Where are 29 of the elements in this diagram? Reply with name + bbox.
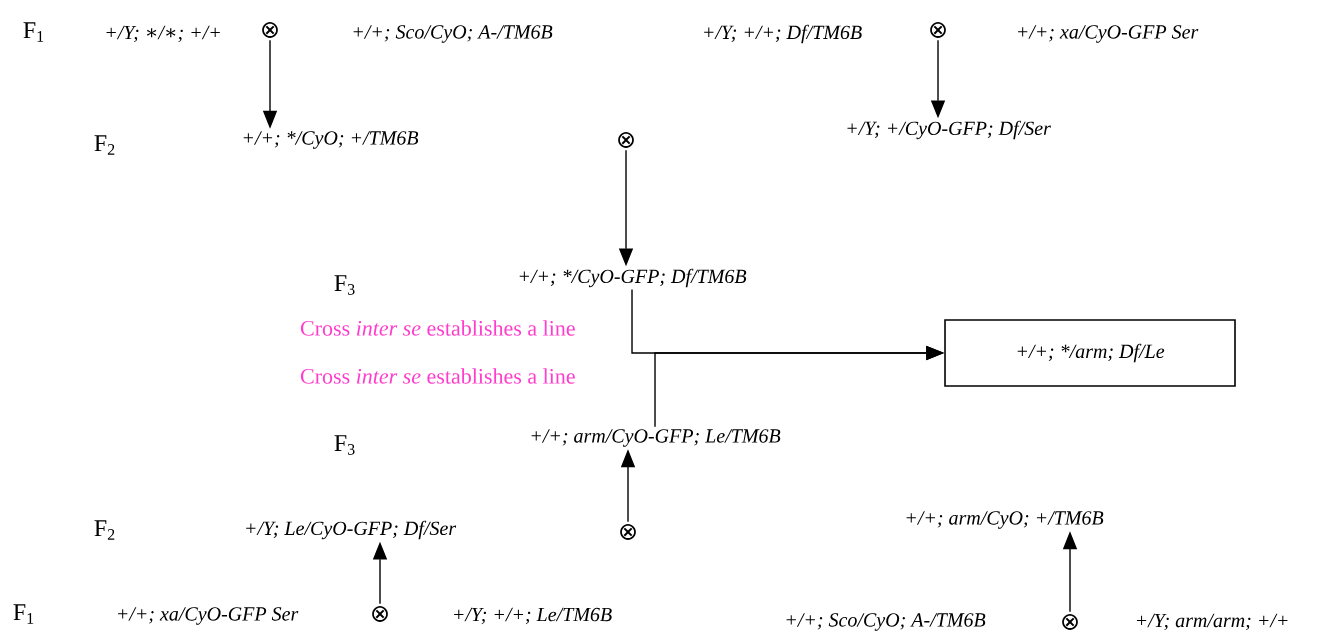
genotype-text: +/+; */CyO-GFP; Df/TM6B <box>519 268 747 288</box>
generation-label: F$_{1}$ <box>13 604 34 624</box>
genotype-text: +/+; arm/CyO-GFP; Le/TM6B <box>531 429 781 447</box>
generation-label: F$_{1}$ <box>23 22 44 42</box>
genotype-text: +/Y; +/+; Df/TM6B <box>704 24 862 44</box>
generation-label: F$_{2}$ <box>94 135 115 155</box>
generation-label: F$_{3}$ <box>334 275 355 295</box>
result-box: +/+; */arm; Df/Le <box>944 319 1236 387</box>
generation-label: F$_{3}$ <box>334 435 355 455</box>
cross-symbol: ⊗ <box>262 22 278 38</box>
cross-symbol: ⊗ <box>620 524 636 540</box>
genotype-text: +/+; Sco/CyO; A-/TM6B <box>786 613 986 631</box>
note-text: Cross inter se establishes a line <box>300 368 575 384</box>
genotype-text: +/Y; +/+; Le/TM6B <box>454 607 612 625</box>
genotype-text: +/+; xa/CyO-GFP Ser <box>118 607 299 625</box>
genotype-text: +/Y; +/CyO-GFP; Df/Ser <box>847 120 1051 140</box>
cross-symbol: ⊗ <box>618 132 634 148</box>
genotype-text: +/+; arm/CyO; +/TM6B <box>906 511 1104 529</box>
genotype-text: +/Y; arm/arm; +/+ <box>1136 613 1288 631</box>
note-text: Cross inter se establishes a line <box>300 320 575 336</box>
cross-symbol: ⊗ <box>1062 614 1078 630</box>
generation-label: F$_{2}$ <box>94 520 115 540</box>
genotype-text: +/+; Sco/CyO; A-/TM6B <box>353 25 553 43</box>
genotype-text: +/+; */CyO; +/TM6B <box>243 131 419 149</box>
genotype-text: +/Y; ∗/∗; +/+ <box>106 25 220 43</box>
genotype-text: +/+; xa/CyO-GFP Ser <box>1018 25 1199 43</box>
cross-symbol: ⊗ <box>930 22 946 38</box>
cross-symbol: ⊗ <box>372 606 388 622</box>
genotype-text: +/Y; Le/CyO-GFP; Df/Ser <box>246 520 457 540</box>
